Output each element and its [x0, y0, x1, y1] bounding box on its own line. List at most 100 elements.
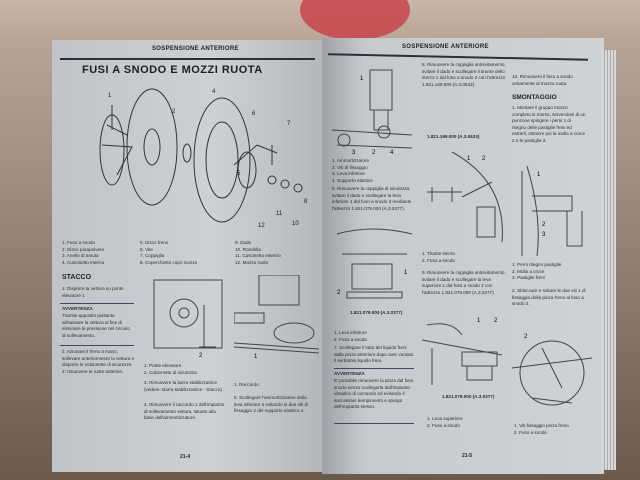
svg-text:2: 2	[542, 222, 546, 228]
fig-b-legend: 1. Leva inferiore 2. Fuso a snodo	[334, 330, 414, 343]
warning-rule-bottom	[60, 345, 134, 346]
svg-text:1: 1	[108, 93, 112, 99]
svg-text:1: 1	[537, 172, 541, 178]
legend-col-3: 9. Dado 10. Rondella 11. Cuscinetto este…	[235, 240, 317, 266]
legend-item: 1. Perni ritegno pastiglie	[512, 262, 562, 267]
svg-text:7: 7	[287, 121, 291, 127]
svg-text:10: 10	[292, 221, 299, 227]
legend-item: 2. Fuso a snodo	[514, 429, 547, 435]
page-title: FUSI A SNODO E MOZZI RUOTA	[82, 64, 263, 76]
legend-col-2: 5. Disco freno 6. Vite 7. Coppiglia 8. C…	[140, 240, 232, 266]
legend-item: 8. Coperchietto copri mozzo	[140, 259, 198, 265]
step-2: 2. Azionare il freno a mano, sollevare a…	[62, 349, 135, 374]
step-3: 3. Rimuovere la barra stabilizzatrice (v…	[144, 380, 222, 392]
step-6: 6. Rimuovere la coppiglia di sicurezza, …	[332, 186, 412, 211]
legend-item: 6. Vite	[140, 246, 153, 252]
svg-text:5: 5	[237, 171, 241, 177]
legend-item: 9. Dado	[235, 240, 252, 245]
legend-col-1: 1. Fuso a snodo 2. Disco parapolvere 3. …	[62, 240, 138, 266]
svg-text:3: 3	[352, 150, 356, 155]
section-heading-stacco: STACCO	[62, 274, 92, 281]
svg-text:12: 12	[258, 223, 265, 229]
legend-item: 1. Leva inferiore	[334, 330, 367, 335]
svg-text:4: 4	[390, 150, 394, 155]
shock-absorber-diagram: 1	[234, 275, 319, 360]
step-10: 10. Rimuovere il fuso a snodo unitamente…	[512, 74, 573, 86]
svg-text:2: 2	[172, 109, 176, 115]
tool-code-a: 1.821.079.000 (A.3.0377)	[350, 310, 403, 315]
svg-text:6: 6	[252, 111, 256, 117]
legend-item: 3. Anello di tenuta	[62, 253, 99, 258]
step-7: 7. Scollegare il tubo del liquido freni …	[334, 345, 414, 363]
step-4: 4. Rimuovere il raccordo 1 dell'impianto…	[144, 402, 225, 420]
fig3-legend: 1. Raccordo	[234, 382, 314, 389]
legend-item: 3. Pastiglie freni	[512, 275, 545, 280]
svg-text:1: 1	[477, 318, 481, 324]
svg-text:1: 1	[467, 156, 471, 162]
left-page: SOSPENSIONE ANTERIORE FUSI A SNODO E MOZ…	[52, 40, 322, 472]
caliper-pins-diagram: 1 2 3	[521, 166, 583, 256]
svg-text:2: 2	[337, 290, 341, 296]
legend-item: 2. Fuso a snodo	[427, 422, 460, 428]
legend-item: 4. Cuscinetto interno	[62, 259, 105, 265]
legend-item: 2. Viti di fissaggio	[332, 164, 368, 170]
warning-text: Tramite apposito pulsante abbassare la v…	[62, 313, 130, 338]
fig-a-legend: 1. Ammortizzatore 2. Viti di fissaggio 3…	[332, 158, 417, 184]
fig-d-legend: 1. Leva superiore 2. Fuso a snodo	[427, 416, 507, 429]
legend-item: 1. Raccordo	[234, 382, 259, 387]
smontaggio-step-2: 2. Sbloccare e svitare le due viti 1 di …	[512, 288, 586, 306]
page-number: 21-5	[462, 453, 473, 459]
tool-code-b: 1.821.169.000 (A.3.0633)	[427, 134, 480, 139]
legend-item: 11. Cuscinetto esterno	[235, 253, 281, 258]
step-5: 5. Scollegare l'ammortizzatore dalla lev…	[234, 395, 309, 413]
svg-text:2: 2	[482, 156, 486, 162]
page-header: SOSPENSIONE ANTERIORE	[402, 44, 489, 50]
step-1: 1. Disporre la vettura su ponte elevator…	[62, 286, 124, 298]
section-heading-smontaggio: SMONTAGGIO	[512, 94, 557, 101]
legend-item: 1. Viti fissaggio pinza freno	[514, 423, 569, 428]
legend-item: 7. Coppiglia	[140, 253, 165, 258]
svg-text:1: 1	[254, 354, 258, 360]
svg-text:2: 2	[524, 334, 528, 340]
warning-text: E' possibile rimuovere la pinza dal fuso…	[334, 378, 414, 409]
warning-rule-top	[334, 368, 414, 369]
warning-heading: AVVERTENZA	[334, 371, 365, 376]
svg-text:1: 1	[404, 270, 408, 276]
legend-item: 4. Supporto elastico	[332, 177, 373, 183]
legend-item: 2. Fuso a snodo	[422, 257, 455, 263]
svg-text:2: 2	[494, 318, 498, 324]
svg-text:2: 2	[199, 353, 203, 359]
step-8: 8. Rimuovere la coppiglia antisvitamento…	[422, 62, 506, 87]
svg-text:4: 4	[212, 89, 216, 95]
right-page: SOSPENSIONE ANTERIORE 1 3 2 4 1. Ammortizza…	[322, 38, 604, 474]
legend-item: 1. Ammortizzatore	[332, 158, 370, 163]
legend-item: 3. Leva inferiore	[332, 171, 365, 176]
svg-text:8: 8	[304, 199, 308, 205]
legend-item: 1. Leva superiore	[427, 416, 463, 421]
svg-text:2: 2	[372, 150, 376, 155]
smontaggio-step-1: 1. Montare il gruppo mozzo completo in m…	[512, 105, 586, 143]
header-rule	[60, 58, 315, 60]
legend-item: 5. Disco freno	[140, 240, 169, 245]
svg-text:3: 3	[542, 232, 546, 238]
step-9: 9. Rimuovere la coppiglia antisvitamento…	[422, 270, 506, 295]
warning-rule-top	[60, 303, 134, 304]
legend-item: 10. Rondella	[235, 246, 261, 252]
page-stack-edge	[602, 50, 616, 470]
legend-item: 1. Ponte elevatore	[144, 363, 182, 368]
fig-e-legend: 1. Perni ritegno pastiglie 2. Molla a cr…	[512, 262, 590, 282]
caliper-bolts-diagram: 2	[512, 334, 592, 406]
tool-code-c: 1.821.079.000 (A.3.0377)	[442, 394, 495, 399]
page-number: 21-4	[180, 454, 191, 460]
legend-item: 2. Disco parapolvere	[62, 246, 105, 252]
lift-diagram: 2	[153, 279, 223, 359]
lower-arm-diagram: 12	[336, 228, 413, 299]
legend-item: 1. Tirante sterzo	[422, 251, 455, 256]
fig2-legend: 1. Ponte elevatore 2. Colonnette di sicu…	[144, 363, 229, 376]
page-header: SOSPENSIONE ANTERIORE	[152, 46, 239, 52]
warning-rule-bottom	[334, 423, 414, 424]
legend-item: 2. Molla a croce	[512, 268, 545, 274]
